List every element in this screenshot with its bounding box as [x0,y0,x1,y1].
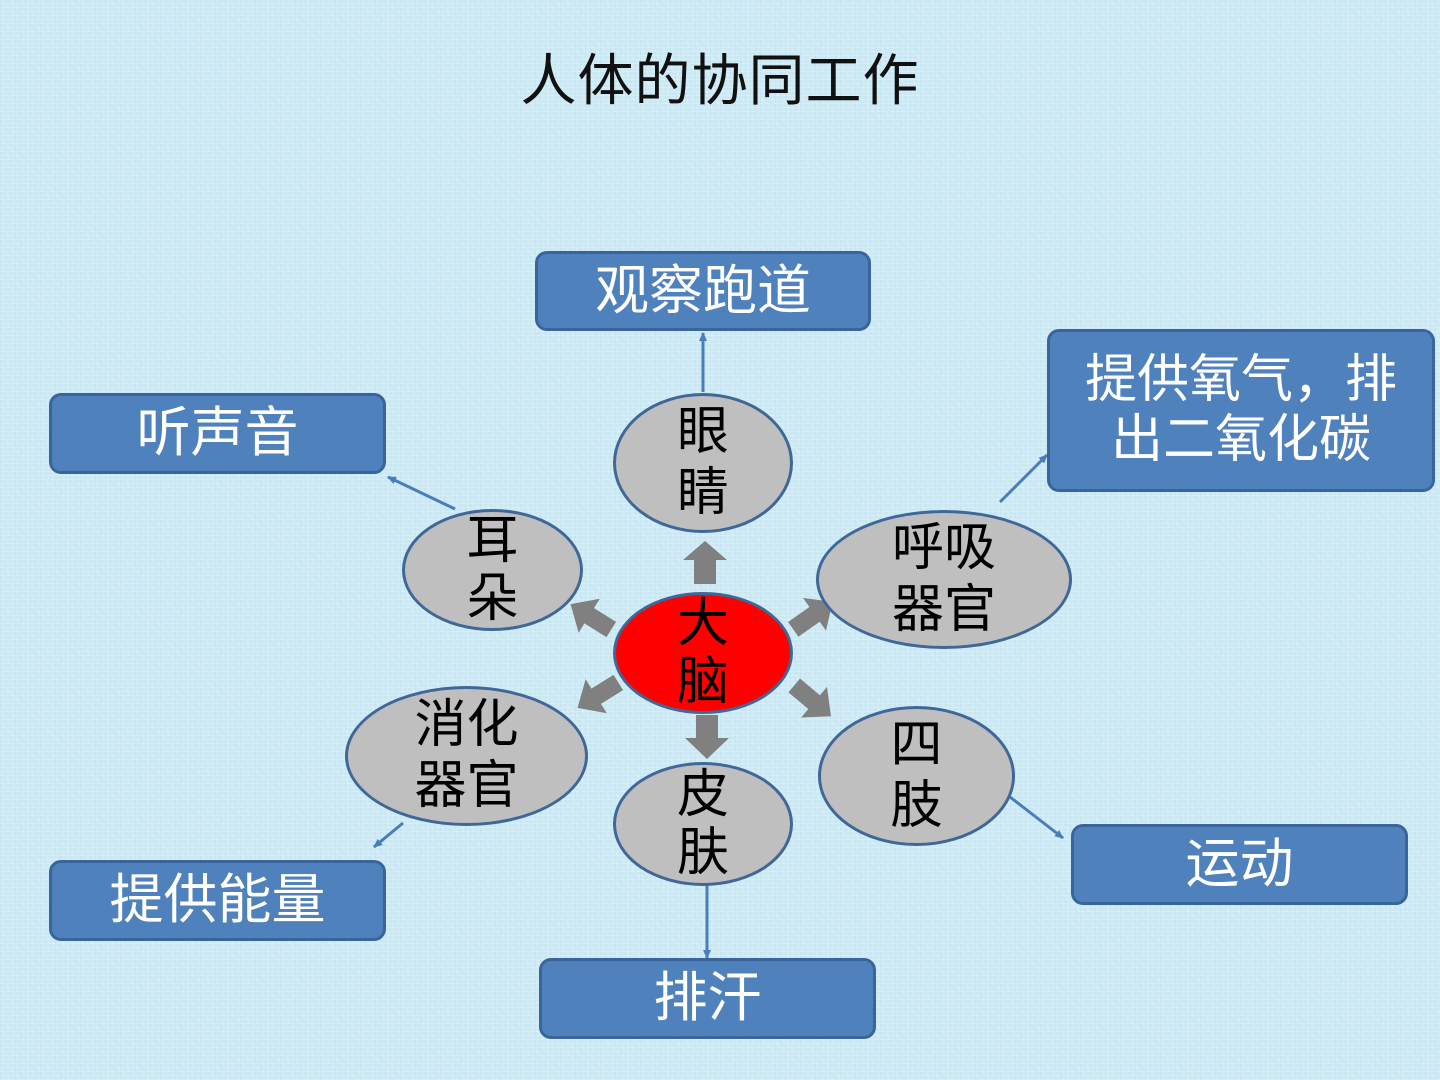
function-label-observe: 观察跑道 [595,258,811,322]
function-label-hear: 听声音 [136,401,299,465]
function-box-hear: 听声音 [49,393,386,474]
arrow-brain-to-ear [570,598,617,638]
arrow-brain-to-skin [685,715,729,759]
organ-node-respiratory: 呼吸 器官 [816,510,1072,649]
page-title: 人体的协同工作 [520,49,920,114]
organ-label-digestive-line-1: 消化 [414,694,519,755]
function-label-energy: 提供能量 [109,868,326,932]
function-label-sweat: 排汗 [653,966,762,1030]
organ-node-eye: 眼 睛 [613,393,793,533]
function-box-observe: 观察跑道 [535,251,871,331]
brain-label-line-2: 脑 [676,652,729,712]
organ-label-eye-line-2: 睛 [676,463,729,523]
brain-label-line-1: 大 [676,593,729,654]
brain-node: 大 脑 [613,592,793,714]
organ-label-skin-line-1: 皮 [676,764,729,825]
arrow-brain-to-digestive [577,674,624,714]
function-box-energy: 提供能量 [49,860,386,941]
function-box-sweat: 排汗 [539,958,876,1039]
function-label-move: 运动 [1185,832,1294,896]
organ-label-ear-line-1: 耳 [466,510,519,571]
arrow-digestive-to-energy [373,821,404,849]
arrow-brain-to-eye [683,541,727,584]
organ-label-limbs-line-1: 四 [890,714,943,775]
organ-label-eye-line-1: 眼 [676,401,729,462]
arrow-ear-to-hear [387,475,456,511]
organ-label-respiratory-line-2: 器官 [891,579,996,640]
arrow-brain-to-limbs [788,678,831,718]
organ-label-digestive-line-2: 器官 [414,756,519,816]
function-label-oxygen-line-1: 提供氧气，排 [1084,349,1397,410]
organ-node-digestive: 消化 器官 [345,686,588,826]
organ-node-limbs: 四 肢 [818,706,1015,846]
organ-label-skin-line-2: 肤 [676,823,729,883]
organ-label-respiratory-line-1: 呼吸 [891,518,996,579]
arrow-limbs-to-move [1009,795,1064,840]
function-label-oxygen-line-2: 出二氧化碳 [1110,409,1371,470]
organ-label-limbs-line-2: 肢 [890,776,943,836]
organ-node-ear: 耳 朵 [402,509,583,631]
function-box-oxygen: 提供氧气，排 出二氧化碳 [1047,329,1435,492]
arrow-brain-to-respiratory [788,598,833,637]
organ-node-skin: 皮 肤 [613,762,793,886]
organ-label-ear-line-2: 朵 [466,569,519,629]
arrow-respiratory-to-oxygen [998,453,1049,504]
function-box-move: 运动 [1071,824,1408,905]
